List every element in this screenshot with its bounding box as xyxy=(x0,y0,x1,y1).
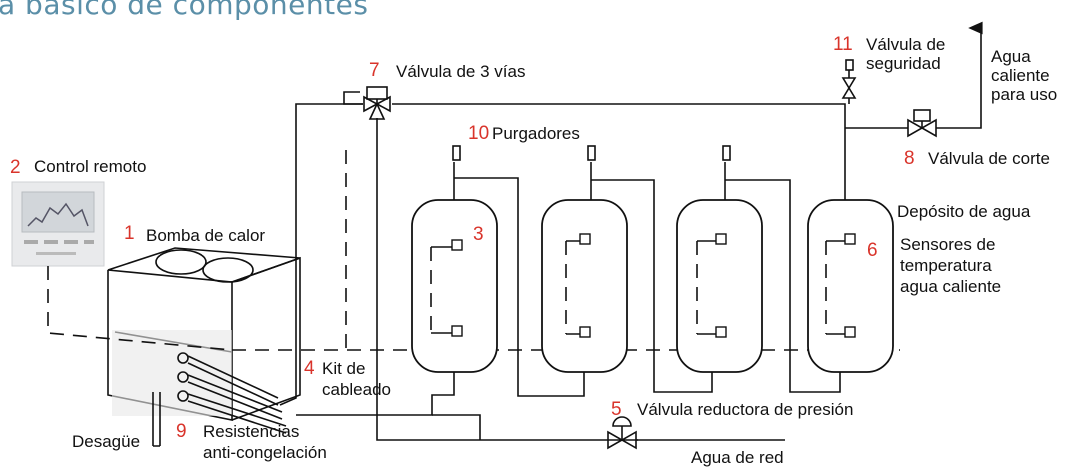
label-number-10: 10 xyxy=(468,123,489,144)
label-agua-caliente-line1: Agua xyxy=(991,47,1031,66)
label-valvula-3-vias: Válvula de 3 vías xyxy=(396,62,525,81)
label-valvula-seguridad-line1: Válvula de xyxy=(866,35,945,54)
valve-link xyxy=(343,91,363,105)
label-number-8: 8 xyxy=(904,148,915,169)
link-pipe-2-3 xyxy=(591,179,713,393)
label-bomba-calor: Bomba de calor xyxy=(146,226,265,245)
heat-pump-unit xyxy=(107,247,301,447)
label-kit-line2: cableado xyxy=(322,380,391,399)
return-pipe xyxy=(376,118,638,441)
label-desague: Desagüe xyxy=(72,432,140,451)
control-wire xyxy=(47,266,233,351)
supply-pipe xyxy=(279,103,363,406)
label-valvula-reductora: Válvula reductora de presión xyxy=(637,400,853,419)
diagram-title: a básico de componentes xyxy=(0,0,369,21)
label-resistencias-line1: Resistencias xyxy=(203,422,299,441)
label-sensores-line1: Sensores de xyxy=(900,235,995,254)
hot-water-outlet xyxy=(845,21,983,138)
label-number-2: 2 xyxy=(10,157,21,178)
label-number-5: 5 xyxy=(611,399,622,420)
label-agua-caliente-line2: caliente xyxy=(991,66,1050,85)
safety-valve xyxy=(841,59,857,104)
top-manifold-pipe xyxy=(392,103,846,200)
water-tank-2 xyxy=(541,145,628,373)
label-agua-caliente-line3: para uso xyxy=(991,85,1057,104)
water-tank-4 xyxy=(807,199,894,373)
label-resistencias-line2: anti-congelación xyxy=(203,443,327,462)
label-number-11: 11 xyxy=(833,34,853,55)
water-tank-1 xyxy=(411,145,498,373)
label-agua-red: Agua de red xyxy=(691,448,784,467)
link-pipe-3-4 xyxy=(725,179,841,393)
label-number-1: 1 xyxy=(124,223,135,244)
three-way-valve xyxy=(363,86,391,120)
cold-feed-link xyxy=(432,414,481,440)
label-valvula-seguridad-line2: seguridad xyxy=(866,54,941,73)
label-sensores-line3: agua caliente xyxy=(900,277,1001,296)
label-number-6: 6 xyxy=(867,240,878,261)
label-valvula-corte: Válvula de corte xyxy=(928,149,1050,168)
label-purgadores: Purgadores xyxy=(492,124,580,143)
label-number-3: 3 xyxy=(473,224,484,245)
label-sensores-line2: temperatura xyxy=(900,256,992,275)
tank1-return-pipe xyxy=(296,372,455,416)
label-kit-line1: Kit de xyxy=(322,359,365,378)
pressure-reducing-valve xyxy=(607,416,785,450)
label-number-7: 7 xyxy=(369,60,380,81)
link-pipe-1-2 xyxy=(454,177,585,397)
label-control-remoto: Control remoto xyxy=(34,157,146,176)
label-number-9: 9 xyxy=(176,421,187,442)
water-tank-3 xyxy=(676,145,763,373)
label-number-4: 4 xyxy=(304,358,315,379)
remote-control-device xyxy=(11,181,105,267)
label-deposito: Depósito de agua xyxy=(897,202,1031,221)
